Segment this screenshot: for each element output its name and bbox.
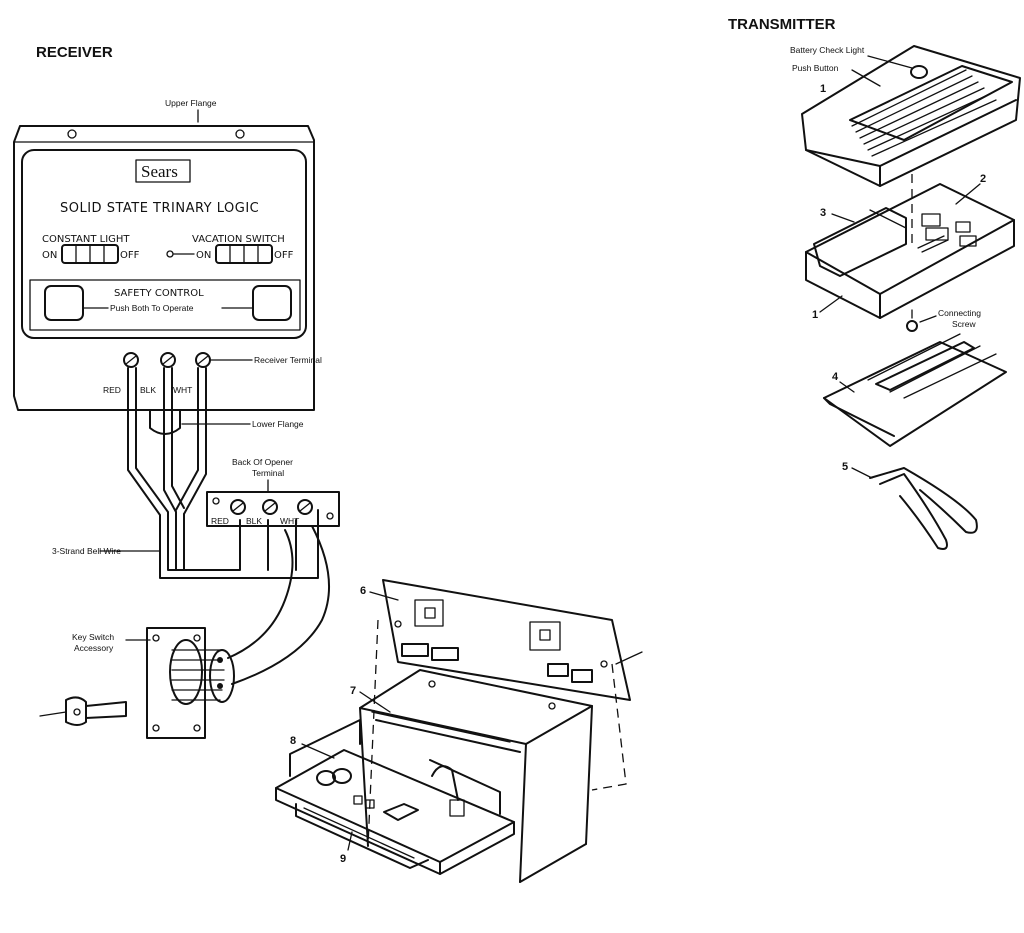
sears-brand: Sears xyxy=(141,162,178,181)
opener-terminal-strip xyxy=(206,491,340,527)
vacation-switch-on: ON xyxy=(196,250,211,261)
flange-screw-hole-left xyxy=(67,129,77,139)
part-number-t1-top: 1 xyxy=(820,83,826,95)
wire-blk-label: BLK xyxy=(140,385,156,395)
receiver-housing xyxy=(13,125,315,411)
connecting-screw-icon xyxy=(906,309,918,332)
battery-check-light-icon xyxy=(910,65,928,79)
wire-red-label: RED xyxy=(103,385,121,395)
part-number-6: 6 xyxy=(360,585,366,597)
flange-screw-hole-right xyxy=(235,129,245,139)
key-switch-label-2: Accessory xyxy=(74,643,114,653)
transmitter-bottom-housing xyxy=(805,183,1015,319)
assembly-dash-left xyxy=(367,619,379,847)
safety-control-label: SAFETY CONTROL xyxy=(114,288,204,299)
key-switch-wire-2 xyxy=(231,525,331,685)
constant-light-switch[interactable] xyxy=(61,244,119,264)
transmitter-top-housing[interactable] xyxy=(801,45,1021,187)
back-of-opener-label-1: Back Of Opener xyxy=(232,457,293,467)
sears-logo-box xyxy=(135,159,191,183)
receiver-heading: RECEIVER xyxy=(36,44,113,61)
push-button-label: Push Button xyxy=(792,63,839,73)
receiver-front-panel xyxy=(21,149,307,339)
terminal-red-label: RED xyxy=(211,516,229,526)
spring-clip-part-5 xyxy=(869,467,978,550)
safety-control-area xyxy=(29,279,301,331)
receiver-terminal-screws xyxy=(123,352,211,368)
connecting-screw-label-2: Screw xyxy=(952,319,976,329)
part-number-9: 9 xyxy=(340,853,346,865)
part-number-t3: 3 xyxy=(820,207,826,219)
key-icon xyxy=(39,696,127,726)
upper-flange-label: Upper Flange xyxy=(165,98,217,108)
part-number-t1-bottom: 1 xyxy=(812,309,818,321)
part-number-8: 8 xyxy=(290,735,296,747)
constant-light-on: ON xyxy=(42,250,57,261)
logic-board-part-6 xyxy=(382,579,631,701)
part-number-t2: 2 xyxy=(980,173,986,185)
lower-flange-label: Lower Flange xyxy=(252,419,304,429)
part-number-7: 7 xyxy=(350,685,356,697)
visor-clip-part-4 xyxy=(823,333,1007,447)
back-of-opener-label-2: Terminal xyxy=(252,468,284,478)
terminal-blk-label: BLK xyxy=(246,516,262,526)
battery-check-light-label: Battery Check Light xyxy=(790,45,865,55)
receiver-terminal-label: Receiver Terminal xyxy=(254,355,322,365)
terminal-wht-label: WHT xyxy=(280,516,299,526)
key-switch-label-1: Key Switch xyxy=(72,632,114,642)
bottom-plate-part-9 xyxy=(295,803,429,869)
key-switch-wire-1 xyxy=(227,529,294,659)
connecting-screw-label-1: Connecting xyxy=(938,308,981,318)
vacation-switch-off: OFF xyxy=(274,250,294,261)
circuit-board-part-8 xyxy=(275,719,515,875)
constant-light-off: OFF xyxy=(120,250,140,261)
key-switch-accessory[interactable] xyxy=(146,627,235,739)
bell-wire xyxy=(127,367,319,579)
part-number-t5: 5 xyxy=(842,461,848,473)
assembly-dash-right xyxy=(591,663,627,791)
transmitter-heading: TRANSMITTER xyxy=(728,16,836,33)
vacation-switch-label: VACATION SWITCH xyxy=(192,234,285,245)
constant-light-label: CONSTANT LIGHT xyxy=(42,234,130,245)
safety-button-right[interactable] xyxy=(252,285,292,321)
part-number-t4: 4 xyxy=(832,371,839,383)
chassis-part-7 xyxy=(359,669,593,883)
vacation-switch[interactable] xyxy=(215,244,273,264)
push-both-label: Push Both To Operate xyxy=(110,303,194,313)
safety-button-left[interactable] xyxy=(44,285,84,321)
vacation-indicator-icon xyxy=(166,250,174,258)
bell-wire-label: 3-Strand Bell Wire xyxy=(52,546,121,556)
panel-title: SOLID STATE TRINARY LOGIC xyxy=(60,201,259,216)
wire-wht-label: WHT xyxy=(173,385,192,395)
